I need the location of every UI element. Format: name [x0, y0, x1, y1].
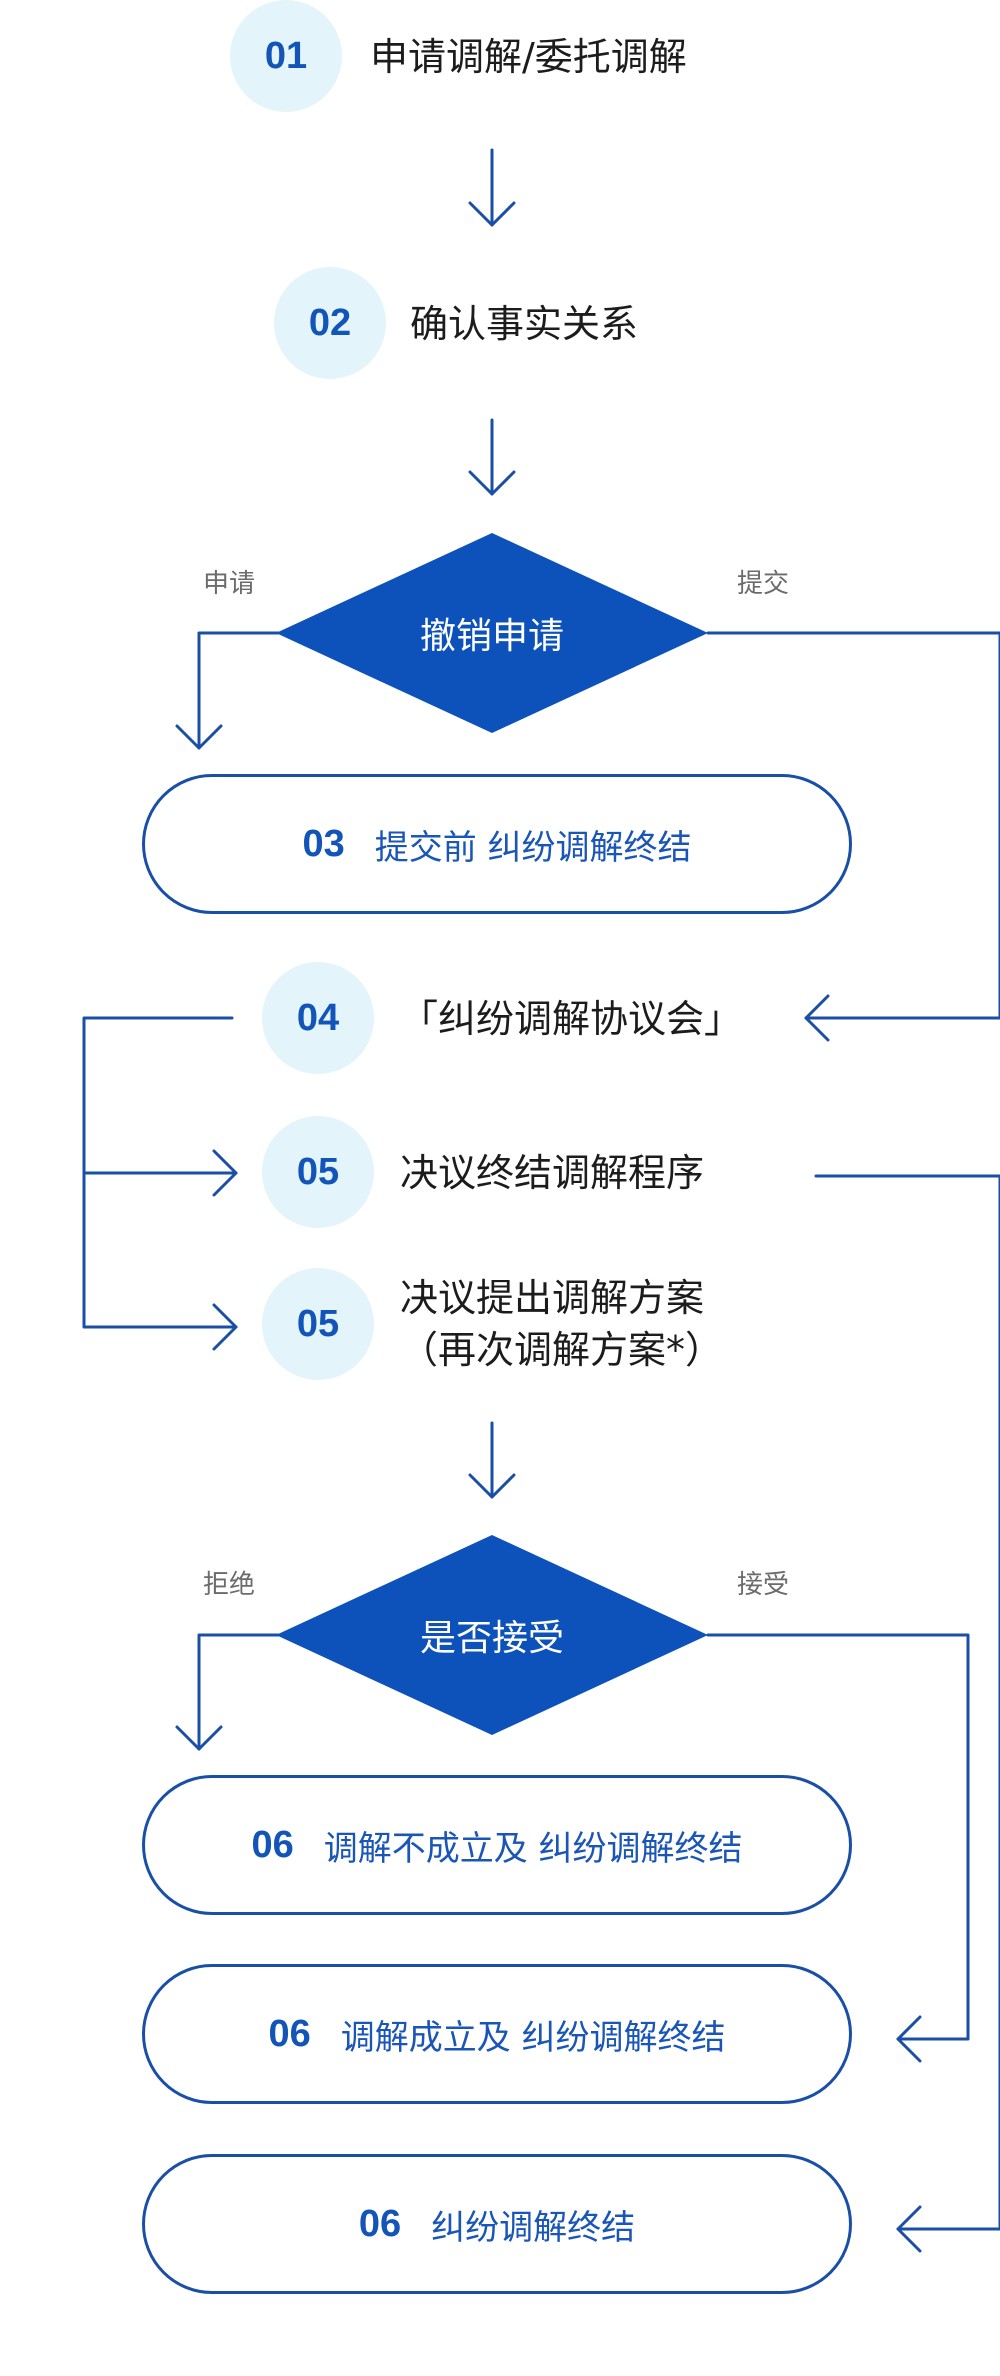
outcome-number: 03 — [302, 822, 345, 865]
outcome-box-06-terminated: 06 纠纷调解终结 — [142, 2154, 852, 2294]
decision-label-withdraw: 撤销申请 — [419, 616, 565, 657]
outcome-label: 调解成立及 纠纷调解终结 — [340, 2017, 726, 2058]
outcome-box-03: 03 提交前 纠纷调解终结 — [142, 774, 852, 914]
connector-accept — [706, 1633, 970, 2063]
step-number-05: 05 — [262, 1116, 374, 1228]
step-label-confirm-facts: 确认事实关系 — [410, 302, 639, 346]
outcome-label: 提交前 纠纷调解终结 — [374, 827, 692, 868]
outcome-number: 06 — [251, 1823, 294, 1866]
step-number-04: 04 — [262, 962, 374, 1074]
step-label-terminate-procedure: 决议终结调解程序 — [400, 1151, 705, 1195]
connector-apply-to-03 — [175, 631, 280, 750]
outcome-number: 06 — [358, 2202, 402, 2245]
branch-label-apply: 申请 — [203, 569, 256, 599]
arrow-down-1 — [468, 148, 516, 227]
step-number-05-proposal: 05 — [262, 1268, 374, 1380]
branch-label-reject: 拒绝 — [203, 1570, 256, 1600]
step-number-01: 01 — [230, 0, 342, 112]
connector-04-to-05 — [82, 1016, 238, 1351]
outcome-box-06-not-established: 06 调解不成立及 纠纷调解终结 — [142, 1775, 852, 1915]
step-label-re-proposal: （再次调解方案*） — [400, 1328, 724, 1372]
outcome-number: 06 — [268, 2012, 311, 2055]
step-label-mediation-committee: 「纠纷调解协议会」 — [400, 997, 743, 1041]
step-number-02: 02 — [274, 267, 386, 379]
step-label-apply: 申请调解/委托调解 — [370, 35, 687, 79]
decision-diamond-withdraw — [276, 533, 708, 733]
connector-reject — [175, 1633, 280, 1751]
arrow-down-2 — [468, 418, 516, 496]
branch-label-submit: 提交 — [737, 569, 790, 599]
connector-05-to-final — [814, 1174, 1000, 2253]
decision-label-accept: 是否接受 — [419, 1618, 565, 1659]
arrow-down-3 — [468, 1421, 516, 1499]
outcome-label: 纠纷调解终结 — [431, 2207, 636, 2248]
outcome-label: 调解不成立及 纠纷调解终结 — [323, 1828, 743, 1869]
decision-diamond-accept — [276, 1535, 708, 1735]
outcome-box-06-established: 06 调解成立及 纠纷调解终结 — [142, 1964, 852, 2104]
connector-submit-to-04 — [706, 631, 1000, 1042]
step-label-propose-plan: 决议提出调解方案 — [400, 1276, 705, 1320]
branch-label-accept: 接受 — [737, 1570, 790, 1600]
